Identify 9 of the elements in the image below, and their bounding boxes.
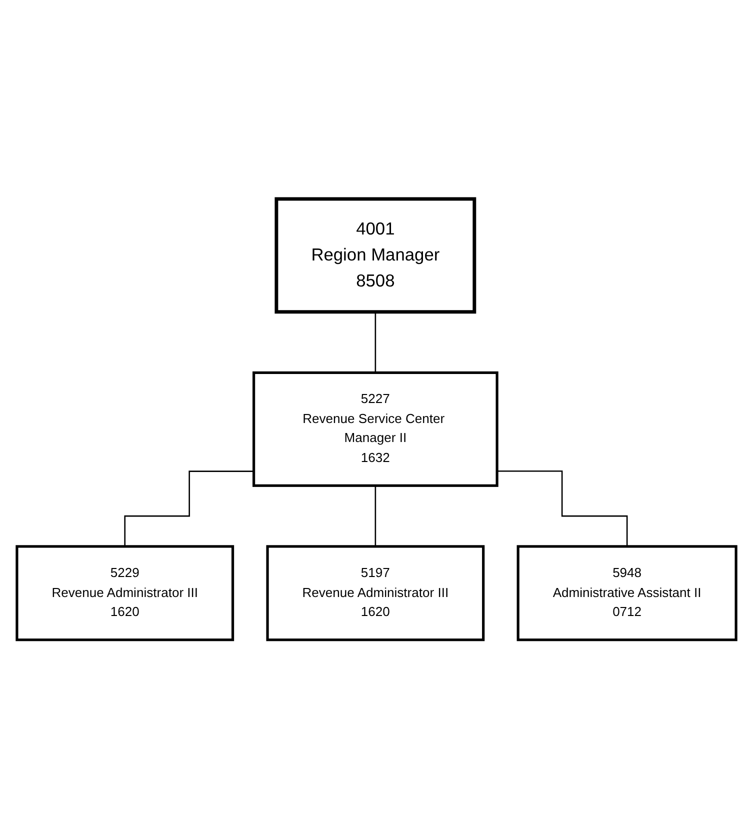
node-box: 5229 Revenue Administrator III 1620 — [16, 544, 234, 641]
connector — [374, 484, 376, 547]
connector — [497, 470, 628, 547]
node-box: 5948 Administrative Assistant II 0712 — [516, 544, 738, 641]
node-box: 4001 Region Manager 8508 — [274, 196, 476, 314]
connector — [124, 470, 254, 547]
node-box: 5227 Revenue Service Center Manager II 1632 — [252, 371, 498, 487]
node-box: 5197 Revenue Administrator III 1620 — [266, 544, 485, 641]
connector — [374, 310, 376, 373]
